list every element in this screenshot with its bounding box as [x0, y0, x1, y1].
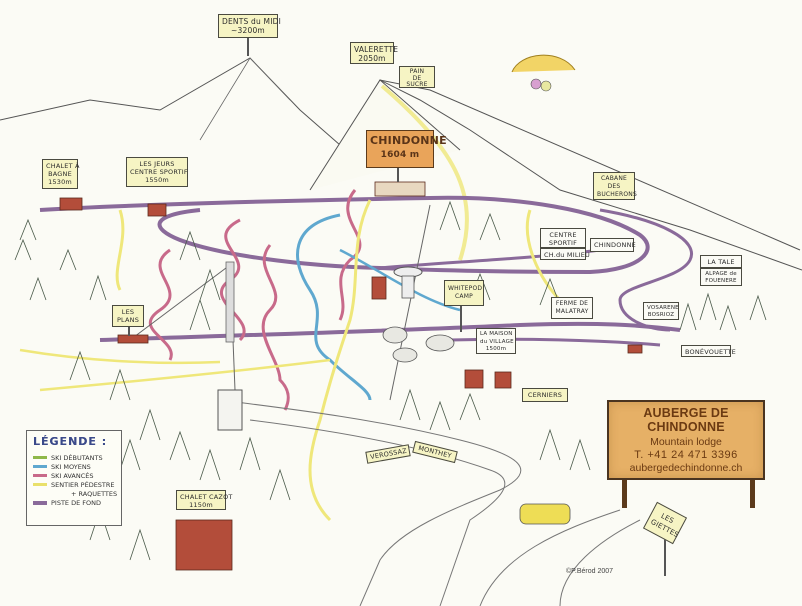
sign-label: VOSARENE: [647, 305, 679, 311]
sign-altitude: 1500m: [485, 346, 507, 352]
sign-cerniers: CERNIERS: [522, 388, 568, 402]
sign-post: [664, 536, 666, 576]
legend-label: SENTIER PÉDESTRE: [51, 480, 115, 489]
legend-item-ski-debutants: SKI DÉBUTANTS: [33, 453, 115, 462]
sign-post: [750, 480, 755, 508]
sign-ferme-de-malatray: FERME DE MALATRAY: [551, 297, 593, 319]
sign-label: CHALET CAZOT: [180, 493, 233, 501]
sign-les-plans: LES PLANS: [112, 305, 144, 327]
sign-altitude: 2050m: [358, 54, 386, 63]
sign-label: CENTRE: [549, 231, 577, 239]
sign-label: BUCHERONS: [597, 191, 637, 198]
legend-label: + RAQUETTES: [71, 489, 118, 498]
legend-item-ski-moyens: SKI MOYENS: [33, 462, 115, 471]
sign-label: DENTS du MIDI: [222, 17, 282, 26]
legend-title: LÉGENDE :: [33, 435, 108, 448]
sign-ch-du-milieu: CH.du MILIEU: [540, 248, 591, 260]
sign-label: WHITEPOD: [448, 285, 483, 292]
sign-label: CHALET À: [46, 162, 80, 170]
sign-label: FERME DE: [555, 300, 589, 307]
sign-label: LA MAISON: [480, 331, 513, 337]
sign-chindonne-arrow: CHINDONNE: [590, 238, 636, 252]
sign-pain-de-sucre: PAIN DE SUCRE: [399, 66, 435, 88]
sign-altitude: 1530m: [48, 178, 72, 186]
sign-label: CABANE: [601, 175, 627, 182]
sign-altitude: 1604 m: [380, 150, 420, 160]
sign-label: SUCRE: [406, 81, 428, 88]
legend-item-ski-avances: SKI AVANCÉS: [33, 471, 115, 480]
auberge-sign: AUBERGE DE CHINDONNE Mountain lodge T. +…: [607, 400, 765, 480]
sign-chalet-cazot: CHALET CAZOT 1150m: [176, 490, 233, 510]
auberge-website[interactable]: aubergedechindonne.ch: [629, 462, 743, 474]
sign-label: BOSRIOZ: [647, 312, 675, 318]
sign-alpage-de-fouenere: ALPAGE de FOUENERE: [700, 268, 742, 286]
sign-label: VALERETTE: [354, 45, 399, 54]
sign-vosarene-bosrioz: VOSARENE BOSRIOZ: [643, 302, 679, 320]
sign-label: MALATRAY: [555, 308, 589, 315]
sign-dents-du-midi: DENTS du MIDI ~3200m: [218, 14, 282, 38]
sign-label: CERNIERS: [527, 391, 563, 399]
sign-label: PAIN: [409, 68, 425, 75]
sign-label: LES: [121, 308, 135, 316]
sign-la-tale: LA TALE: [700, 255, 742, 268]
legend-swatch-purple: [33, 500, 47, 505]
sign-post: [247, 38, 249, 56]
auberge-phone[interactable]: T. +41 24 471 3396: [634, 449, 738, 461]
sign-post: [460, 306, 462, 332]
sign-chalet-a-bagne: CHALET À BAGNE 1530m: [42, 159, 80, 189]
sign-label: CAMP: [455, 293, 473, 300]
sign-post: [622, 480, 627, 508]
sign-altitude: 1550m: [145, 176, 169, 184]
auberge-subtitle: Mountain lodge: [650, 436, 722, 448]
sign-label: DES: [607, 183, 621, 190]
sign-altitude: 1150m: [189, 501, 213, 509]
sign-centre-sportif: CENTRE SPORTIF: [540, 228, 586, 248]
legend-label: PISTE DE FOND: [51, 498, 102, 507]
sign-label: CENTRE SPORTIF: [130, 168, 188, 176]
sign-bonevouette: BONÉVOUETTE: [681, 345, 736, 357]
sign-label: du VILLAGE: [480, 338, 514, 345]
copyright: ©P.Bérod 2007: [566, 568, 614, 575]
sign-label: CHINDONNE: [370, 134, 447, 147]
legend-label: SKI AVANCÉS: [51, 471, 94, 480]
legend-item-raquettes: + RAQUETTES: [33, 489, 118, 498]
legend-item-sentier-pedestre: SENTIER PÉDESTRE: [33, 480, 115, 489]
sign-label: BONÉVOUETTE: [685, 348, 736, 356]
sign-label: DE: [412, 74, 422, 82]
sign-label: LA TALE: [707, 258, 735, 266]
legend-swatch-green: [33, 456, 47, 459]
sign-la-maison-du-village: LA MAISON du VILLAGE 1500m: [476, 328, 516, 354]
legend-swatch-yellow: [33, 483, 47, 486]
legend-item-piste-de-fond: PISTE DE FOND: [33, 498, 115, 507]
sign-altitude: ~3200m: [231, 26, 265, 35]
sign-whitepod-camp: WHITEPOD CAMP: [444, 280, 484, 306]
sign-valerette: VALERETTE 2050m: [350, 42, 399, 64]
sign-label: ALPAGE de: [705, 271, 737, 277]
map-legend: LÉGENDE : SKI DÉBUTANTS SKI MOYENS SKI A…: [26, 430, 122, 526]
legend-label: SKI MOYENS: [51, 462, 91, 471]
sign-label: CHINDONNE: [594, 241, 636, 249]
legend-label: SKI DÉBUTANTS: [51, 453, 103, 462]
sign-post: [397, 168, 399, 182]
sign-cabane-des-bucherons: CABANE DES BUCHERONS: [593, 172, 637, 200]
legend-swatch-blue: [33, 465, 47, 468]
sign-label: LES JEURS: [139, 160, 175, 168]
sign-label: PLANS: [116, 316, 140, 324]
sign-label: FOUENERE: [705, 278, 737, 284]
sign-label: BAGNE: [48, 170, 72, 178]
sign-les-jeurs: LES JEURS CENTRE SPORTIF 1550m: [126, 157, 188, 187]
legend-swatch-red: [33, 474, 47, 477]
sign-label: SPORTIF: [548, 239, 578, 247]
auberge-name: AUBERGE DE CHINDONNE: [643, 406, 729, 434]
sign-chindonne: CHINDONNE 1604 m: [366, 130, 447, 168]
sign-post: [128, 326, 130, 336]
sign-label: CH.du MILIEU: [544, 251, 591, 259]
